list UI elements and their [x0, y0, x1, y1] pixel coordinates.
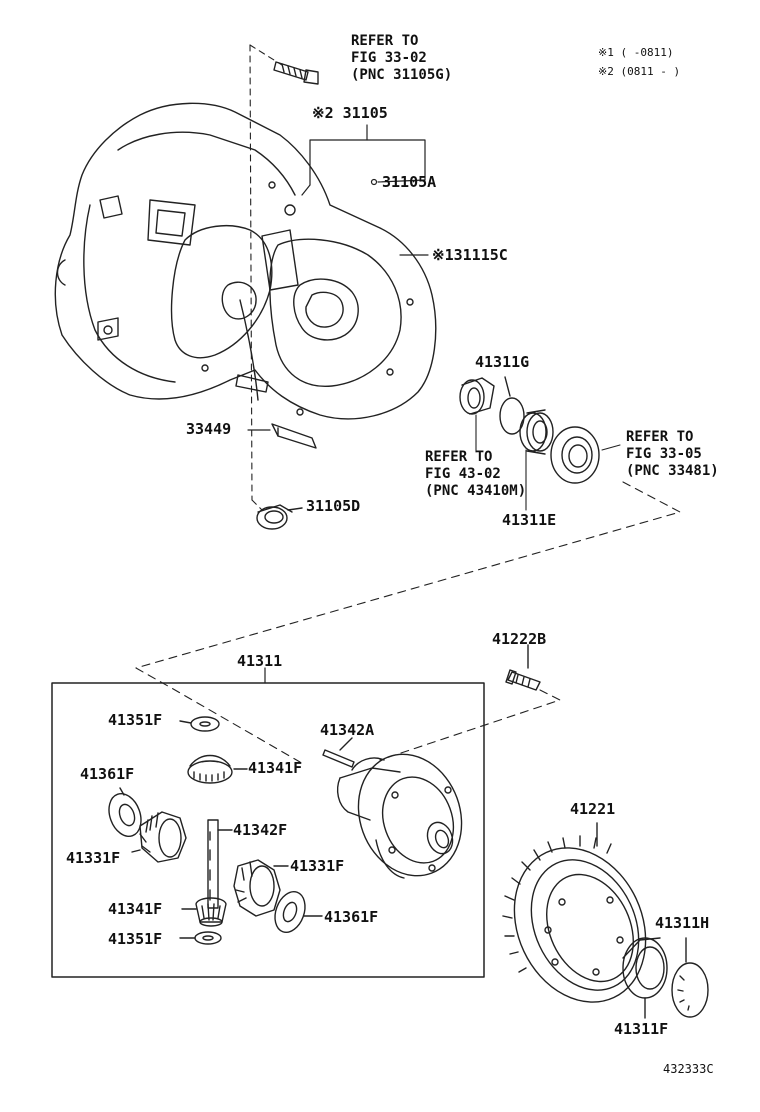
part-label-41351F-bottom: 41351F [108, 930, 163, 948]
pin-41342a [322, 737, 355, 768]
bearing-race-33481 [550, 426, 600, 484]
ref3-line2: FIG 33-05 [626, 446, 702, 462]
part-label-41311F: 41311F [614, 1020, 669, 1038]
bearing-41311e [519, 409, 554, 455]
part-label-41222B: 41222B [492, 630, 547, 648]
dashed-leader-diff [135, 481, 681, 763]
pinion-41341f-bottom [181, 897, 227, 927]
refer-to-fig-43-02: REFER TO FIG 43-02 (PNC 43410M) [425, 449, 526, 500]
bolt-41222b [505, 644, 541, 691]
side-gear-41331f-left [131, 811, 187, 863]
part-label-31105D: 31105D [306, 497, 361, 515]
ref2-line1: REFER TO [425, 449, 493, 465]
bearing-41311f [622, 937, 668, 1019]
part-label-31105: ※2 31105 [312, 104, 388, 122]
part-label-41221: 41221 [570, 800, 616, 818]
washer-41351f-bottom [179, 931, 222, 945]
part-label-41361F-left: 41361F [80, 765, 135, 783]
part-label-41341F-bottom: 41341F [108, 900, 163, 918]
ref2-line2: FIG 43-02 [425, 466, 501, 482]
ref1-line1: REFER TO [351, 33, 419, 49]
part-33449 [271, 423, 317, 449]
transaxle-case-housing [54, 102, 437, 420]
ref3-line3: (PNC 33481) [626, 463, 719, 479]
ref1-line2: FIG 33-02 [351, 50, 427, 66]
illustration-code: 432333C [663, 1062, 714, 1076]
part-label-41311H: 41311H [655, 914, 710, 932]
note-1: ※1 ( -0811) [598, 46, 674, 59]
shim-41311g [499, 376, 525, 435]
refer-to-fig-33-02: REFER TO FIG 33-02 (PNC 31105G) [351, 33, 452, 84]
ref1-line3: (PNC 31105G) [351, 67, 453, 83]
part-label-31105A: 31105A [382, 173, 437, 191]
part-label-31115C: ※131115C [432, 246, 508, 264]
bolt-31105g [273, 61, 319, 85]
note-2: ※2 (0811 - ) [598, 65, 681, 78]
ref2-line3: (PNC 43410M) [425, 483, 527, 499]
seal-31105d [256, 504, 303, 530]
leader-31105 [247, 124, 429, 431]
dashed-leaders-case [249, 44, 283, 511]
washer-41361f-left [108, 787, 142, 838]
part-label-41311: 41311 [237, 652, 283, 670]
part-label-41311E: 41311E [502, 511, 557, 529]
pinion-41341f-top [187, 754, 248, 784]
part-label-41342F: 41342F [233, 821, 288, 839]
ref3-line1: REFER TO [626, 429, 694, 445]
part-label-33449: 33449 [186, 420, 232, 438]
part-label-41331F-right: 41331F [290, 857, 345, 875]
refer-to-fig-33-05: REFER TO FIG 33-05 (PNC 33481) [626, 429, 719, 480]
part-label-41361F-right: 41361F [324, 908, 379, 926]
part-label-41331F-left: 41331F [66, 849, 121, 867]
differential-case-41311 [336, 753, 463, 879]
side-gear-41331f-right [233, 859, 289, 917]
differential-box [51, 682, 485, 978]
part-label-41311G: 41311G [475, 353, 530, 371]
part-label-41341F-top: 41341F [248, 759, 303, 777]
ring-gear-41221 [502, 822, 647, 1003]
part-label-41351F-top: 41351F [108, 711, 163, 729]
part-label-41342A: 41342A [320, 721, 375, 739]
seal-41311g-left [459, 377, 495, 415]
washer-41351f-top [179, 716, 220, 732]
shim-41311h [671, 937, 709, 1018]
washer-41361f-right [274, 890, 323, 934]
leaders-right-bearings [475, 414, 621, 511]
shaft-41342f [207, 819, 233, 909]
